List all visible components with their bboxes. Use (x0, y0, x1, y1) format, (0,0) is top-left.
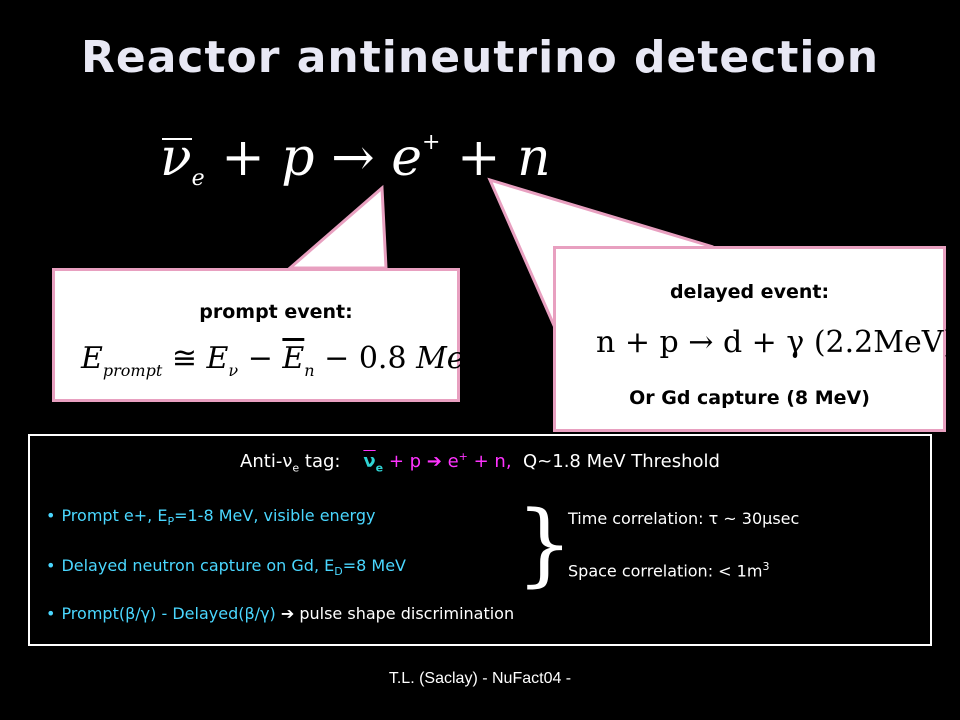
antineutrino-symbol: νe (160, 128, 205, 191)
antineutrino-tag-line: Anti-νe tag: νe + p ➔ e+ + n, Q~1.8 MeV … (240, 450, 720, 475)
slide-title: Reactor antineutrino detection (80, 32, 880, 83)
prompt-energy-formula: Eprompt ≅ Eν − En − 0.8 MeV (81, 341, 487, 380)
delayed-event-title: delayed event: (669, 281, 830, 303)
bullet-delayed-neutron: •Delayed neutron capture on Gd, ED=8 MeV (46, 556, 406, 579)
brace-glyph: } (516, 492, 574, 597)
time-correlation: Time correlation: τ ~ 30μsec (568, 509, 800, 528)
prompt-event-title: prompt event: (199, 301, 353, 323)
detection-summary-box: Anti-νe tag: νe + p ➔ e+ + n, Q~1.8 MeV … (28, 434, 932, 646)
capture-formula: n + p → d + γ (2.2MeV) (596, 325, 956, 360)
gd-capture-note: Or Gd capture (8 MeV) (629, 387, 870, 409)
main-equation: νe + p → e+ + n (160, 128, 551, 191)
delayed-event-box: delayed event: n + p → d + γ (2.2MeV) Or… (553, 246, 955, 432)
slide-footer: T.L. (Saclay) - NuFact04 - (388, 670, 572, 687)
prompt-callout-pointer (285, 184, 388, 270)
prompt-event-box: prompt event: Eprompt ≅ Eν − En − 0.8 Me… (52, 268, 486, 402)
bullet-prompt-positron: •Prompt e+, EP=1-8 MeV, visible energy (46, 506, 376, 529)
space-correlation: Space correlation: < 1m3 (568, 560, 770, 581)
bullet-pulse-shape: •Prompt(β/γ) - Delayed(β/γ) ➔ pulse shap… (46, 604, 515, 623)
